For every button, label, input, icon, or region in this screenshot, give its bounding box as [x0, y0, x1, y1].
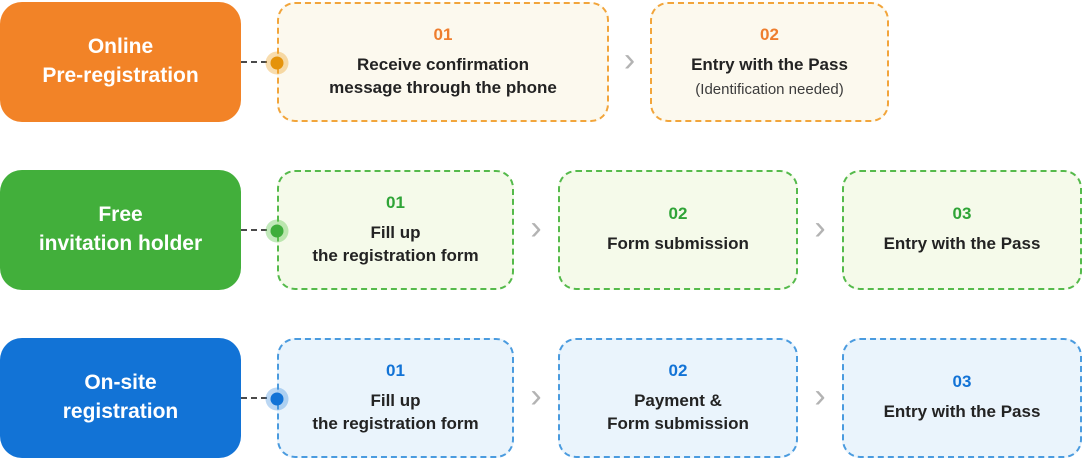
chevron-right-icon: ›	[814, 377, 826, 415]
connector-dot	[270, 392, 284, 406]
step-title: Fill up the registration form	[312, 223, 479, 265]
step-number: 03	[952, 372, 972, 392]
steps-online-pre-registration: 01 Receive confirmation message through …	[277, 2, 889, 122]
step-title: Receive confirmation message through the…	[329, 55, 557, 97]
step-title: Entry with the Pass	[691, 55, 848, 75]
step-title: Payment & Form submission	[607, 391, 749, 433]
step-number: 01	[386, 361, 405, 381]
step-card: 02 Entry with the Pass (Identification n…	[650, 2, 889, 122]
step-title: Entry with the Pass	[883, 234, 1041, 254]
connector-line	[241, 61, 277, 63]
steps-free-invitation-holder: 01 Fill up the registration form › 02 Fo…	[277, 170, 1082, 290]
category-label-on-site-registration: On-site registration	[0, 338, 241, 458]
chevron-right-icon: ›	[623, 41, 636, 79]
step-title: Entry with the Pass	[883, 402, 1041, 422]
connector-line	[241, 397, 277, 399]
steps-on-site-registration: 01 Fill up the registration form › 02 Pa…	[277, 338, 1082, 458]
step-card: 01 Fill up the registration form	[277, 170, 514, 290]
step-card: 03 Entry with the Pass	[842, 170, 1082, 290]
step-number: 03	[952, 204, 972, 224]
step-card: 03 Entry with the Pass	[842, 338, 1082, 458]
row-on-site-registration: On-site registration 01 Fill up the regi…	[0, 338, 1084, 458]
step-card: 02 Payment & Form submission	[558, 338, 798, 458]
step-card: 01 Fill up the registration form	[277, 338, 514, 458]
category-label-free-invitation-holder: Free invitation holder	[0, 170, 241, 290]
step-number: 01	[433, 25, 453, 45]
step-number: 01	[386, 193, 405, 213]
row-online-pre-registration: Online Pre-registration 01 Receive confi…	[0, 2, 1084, 122]
step-card: 01 Receive confirmation message through …	[277, 2, 609, 122]
step-card: 02 Form submission	[558, 170, 798, 290]
connector-dot	[270, 224, 284, 238]
chevron-right-icon: ›	[530, 377, 542, 415]
step-subtitle: (Identification needed)	[695, 80, 844, 98]
step-number: 02	[668, 204, 688, 224]
step-number: 02	[668, 361, 688, 381]
category-label-online-pre-registration: Online Pre-registration	[0, 2, 241, 122]
step-title: Fill up the registration form	[312, 391, 479, 433]
step-title: Form submission	[607, 234, 749, 254]
chevron-right-icon: ›	[814, 209, 826, 247]
step-number: 02	[760, 25, 779, 45]
connector-line	[241, 229, 277, 231]
chevron-right-icon: ›	[530, 209, 542, 247]
connector-dot	[270, 56, 284, 70]
row-free-invitation-holder: Free invitation holder 01 Fill up the re…	[0, 170, 1084, 290]
